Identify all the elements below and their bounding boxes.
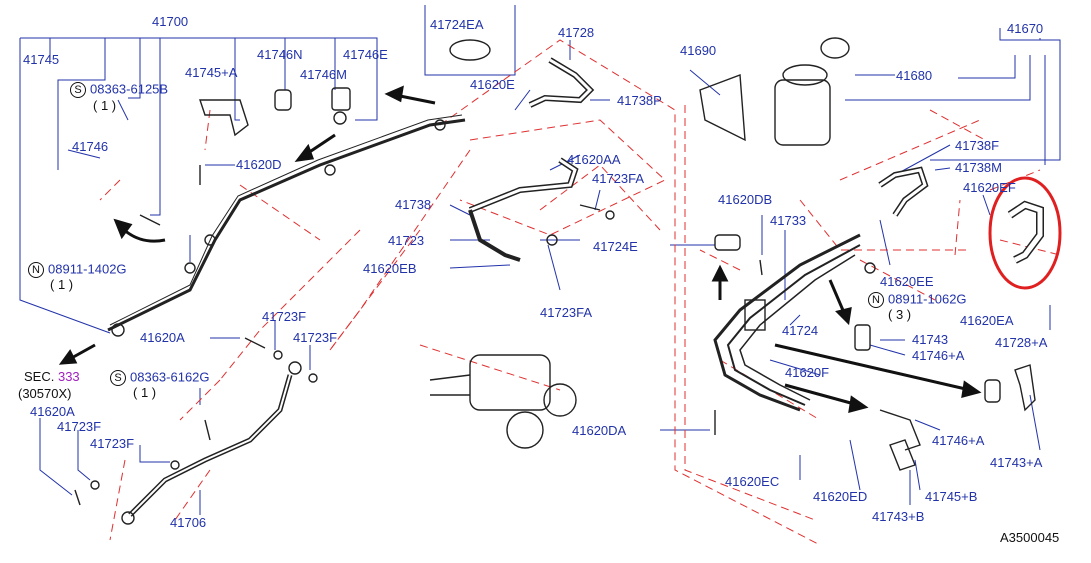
- label-41745: 41745: [23, 52, 60, 67]
- label-41743B: 41743+B: [872, 509, 925, 524]
- label-41620E: 41620E: [470, 77, 515, 92]
- label-41738: 41738: [395, 197, 432, 212]
- label-41620ED: 41620ED: [813, 489, 868, 504]
- label-41746E: 41746E: [343, 47, 388, 62]
- label-41724: 41724: [782, 323, 819, 338]
- label-41723FA-bot: 41723FA: [540, 305, 593, 320]
- label-41723: 41723: [388, 233, 425, 248]
- highlight-circle: [988, 176, 1062, 290]
- label-41690: 41690: [680, 43, 717, 58]
- diagram-id: A3500045: [1000, 530, 1060, 545]
- direction-arrows: [58, 85, 982, 414]
- label-41620A-left: 41620A: [30, 404, 75, 419]
- label-41745A: 41745+A: [185, 65, 238, 80]
- label-08363-6162G-text: 08363-6162G: [130, 369, 210, 385]
- s-circle-icon: S: [110, 370, 126, 386]
- label-41620EE: 41620EE: [880, 274, 934, 289]
- n-circle-icon: N: [28, 262, 44, 278]
- n-circle-icon: N: [868, 292, 884, 308]
- label-41745B: 41745+B: [925, 489, 978, 504]
- label-41746M: 41746M: [300, 67, 347, 82]
- label-08911-1062G-text: 08911-1062G: [888, 291, 967, 307]
- label-41620DA: 41620DA: [572, 423, 627, 438]
- label-41738M: 41738M: [955, 160, 1002, 175]
- label-41728A: 41728+A: [995, 335, 1048, 350]
- label-41706: 41706: [170, 515, 207, 530]
- label-qty-1-b: ( 1 ): [50, 277, 74, 292]
- label-41620AA: 41620AA: [567, 152, 621, 167]
- label-41723FA-top: 41723FA: [592, 171, 645, 186]
- label-qty-1-c: ( 1 ): [133, 385, 157, 400]
- label-41728: 41728: [558, 25, 595, 40]
- label-41724EA: 41724EA: [430, 17, 484, 32]
- label-41620F: 41620F: [785, 365, 830, 380]
- label-41620DB: 41620DB: [718, 192, 773, 207]
- label-08363-6125B-text: 08363-6125B: [90, 81, 169, 97]
- section-ref: SEC. 333: [24, 370, 80, 384]
- label-41620EF: 41620EF: [963, 180, 1016, 195]
- label-41620EC: 41620EC: [725, 474, 780, 489]
- label-41733: 41733: [770, 213, 807, 228]
- label-qty-3: ( 3 ): [888, 307, 912, 322]
- label-41746: 41746: [72, 139, 109, 154]
- label-41620A-top: 41620A: [140, 330, 185, 345]
- section-number: 333: [57, 369, 80, 384]
- label-41743: 41743: [912, 332, 949, 347]
- label-41723F-c: 41723F: [57, 419, 102, 434]
- label-08911-1402G-text: 08911-1402G: [48, 261, 127, 277]
- label-41746N: 41746N: [257, 47, 303, 62]
- label-41620EB: 41620EB: [363, 261, 417, 276]
- section-sub: (30570X): [18, 386, 72, 401]
- leader-lines: [19, 5, 1061, 515]
- label-41724E: 41724E: [593, 239, 638, 254]
- label-41723F-a: 41723F: [262, 309, 307, 324]
- phantom-lines: [99, 39, 1061, 546]
- label-41620D: 41620D: [236, 157, 282, 172]
- label-41723F-d: 41723F: [90, 436, 135, 451]
- label-41670: 41670: [1007, 21, 1044, 36]
- label-41746A-top: 41746+A: [912, 348, 965, 363]
- label-qty-1-a: ( 1 ): [93, 98, 117, 113]
- label-41743A: 41743+A: [990, 455, 1043, 470]
- label-41723F-b: 41723F: [293, 330, 338, 345]
- label-41700: 41700: [152, 14, 189, 29]
- section-prefix: SEC.: [24, 369, 55, 384]
- label-41746A-bot: 41746+A: [932, 433, 985, 448]
- part-illustrations: [74, 37, 1044, 525]
- label-41620EA: 41620EA: [960, 313, 1014, 328]
- label-41680: 41680: [896, 68, 933, 83]
- s-circle-icon: S: [70, 82, 86, 98]
- label-41738F: 41738F: [955, 138, 1000, 153]
- label-41738P: 41738P: [617, 93, 662, 108]
